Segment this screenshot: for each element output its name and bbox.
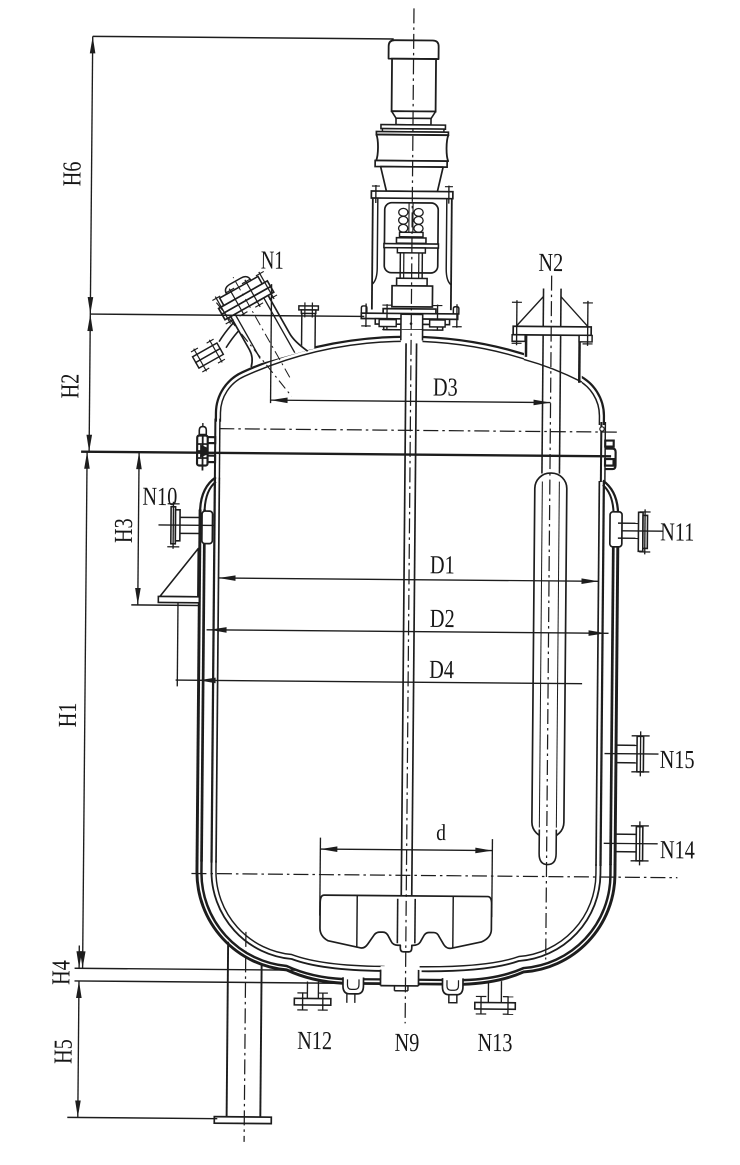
svg-text:N2: N2	[538, 249, 563, 278]
svg-text:N12: N12	[297, 1027, 332, 1056]
svg-text:N14: N14	[660, 836, 695, 865]
svg-text:d: d	[436, 820, 446, 846]
svg-text:D2: D2	[430, 605, 455, 634]
svg-text:N13: N13	[477, 1029, 512, 1058]
svg-text:N1: N1	[261, 246, 284, 275]
svg-text:N10: N10	[142, 483, 177, 512]
svg-text:H5: H5	[49, 1039, 78, 1064]
svg-text:H1: H1	[54, 702, 83, 727]
svg-text:H6: H6	[58, 161, 87, 186]
svg-text:N15: N15	[660, 746, 695, 775]
svg-text:D1: D1	[430, 551, 455, 580]
svg-text:H2: H2	[56, 374, 85, 399]
svg-text:H3: H3	[110, 518, 139, 543]
svg-text:N11: N11	[660, 518, 694, 547]
svg-text:H4: H4	[47, 960, 76, 985]
svg-text:N9: N9	[394, 1029, 419, 1058]
svg-text:D3: D3	[433, 373, 458, 402]
svg-text:D4: D4	[429, 656, 454, 685]
